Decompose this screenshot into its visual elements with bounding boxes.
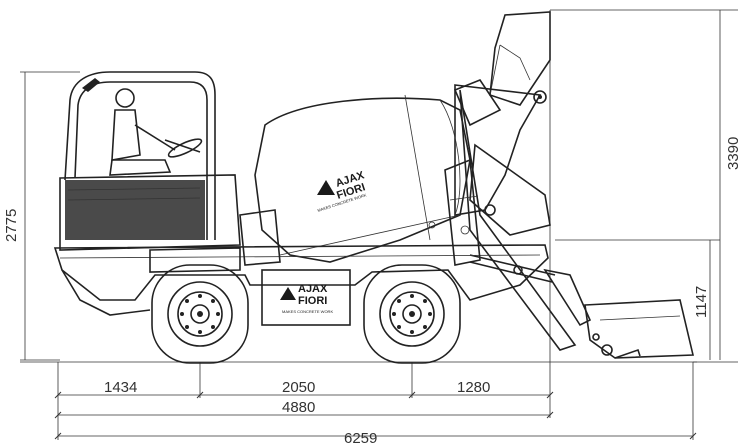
lowered-bucket [584, 299, 695, 359]
dim-label-raised-height: 3390 [725, 137, 738, 170]
panel-logo-tagline: MAKES CONCRETE WORK [282, 309, 333, 314]
front-wheel [151, 264, 249, 364]
dim-label-front-overhang: 1434 [104, 379, 137, 396]
rear-frame [444, 158, 481, 266]
rear-wheel [363, 264, 461, 364]
panel-logo: AJAX FIORI MAKES CONCRETE WORK [280, 283, 333, 314]
cab-light [82, 78, 100, 92]
side-panel [261, 269, 351, 326]
dim-label-overall-length: 4880 [282, 399, 315, 416]
mixer-drum [254, 79, 502, 263]
chassis [53, 209, 549, 326]
dim-label-cab-height: 2775 [3, 209, 20, 242]
drum-logo-icon [317, 180, 335, 195]
cab [59, 71, 241, 251]
operator-head [115, 88, 135, 108]
dimension-lines [20, 9, 738, 440]
dim-label-wheelbase: 2050 [282, 379, 315, 396]
drum-logo: AJAX FIORI MAKES CONCRETE WORK [317, 169, 367, 213]
dim-label-bucket-height: 1147 [693, 286, 710, 318]
panel-logo-icon [280, 287, 296, 300]
dim-label-rear-overhang: 1280 [457, 379, 490, 396]
raised-bucket [489, 11, 551, 106]
panel-logo-line1: AJAX [298, 283, 328, 295]
dim-label-overall-length-bucket: 6259 [344, 430, 377, 447]
panel-logo-line2: FIORI [298, 295, 327, 307]
